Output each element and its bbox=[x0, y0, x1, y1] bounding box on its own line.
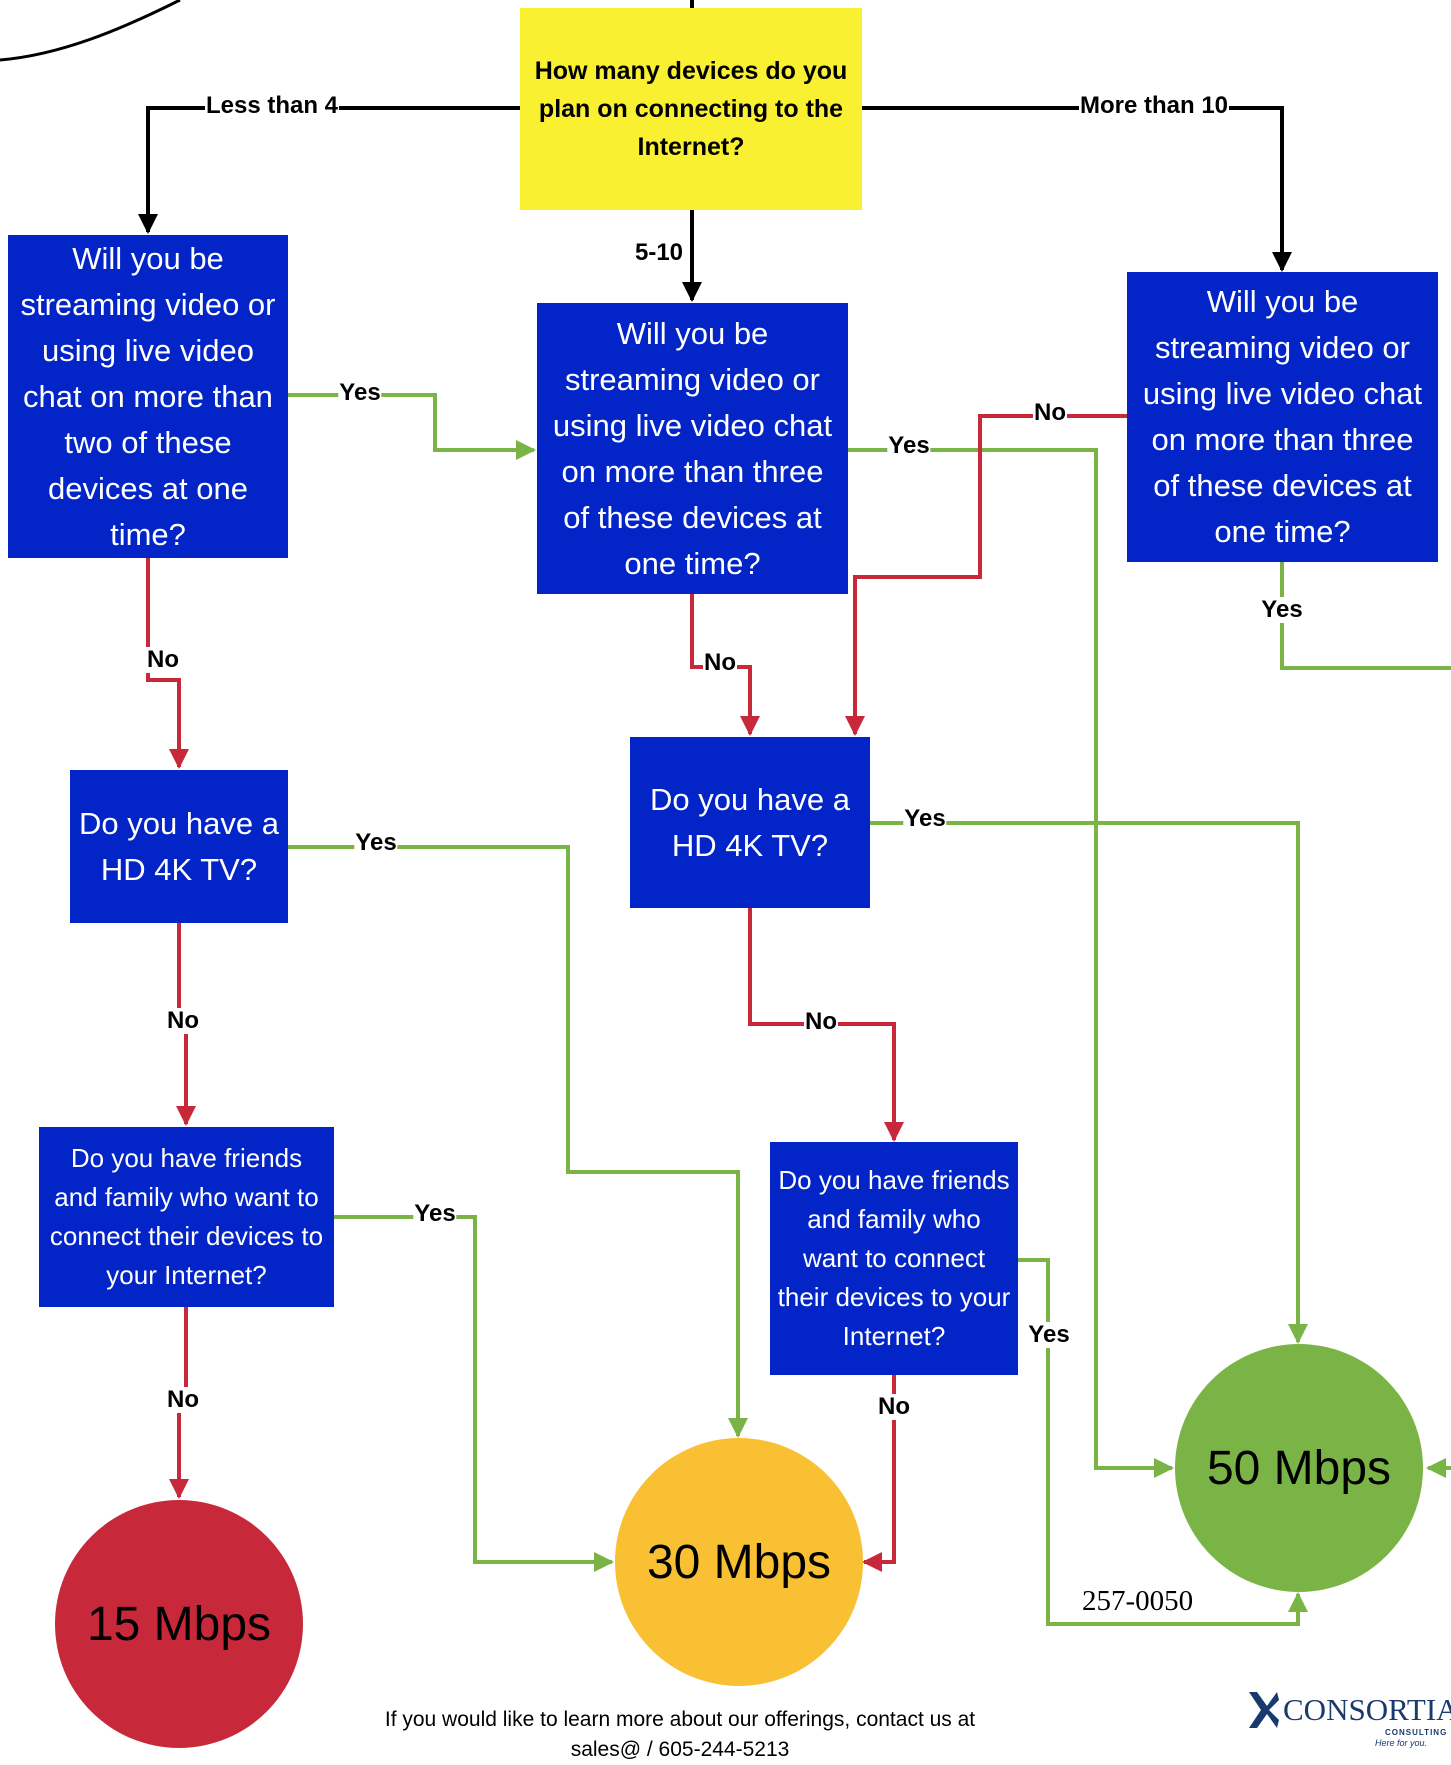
question-line: and family who bbox=[807, 1204, 981, 1234]
decorative-curve bbox=[0, 0, 181, 62]
edge-label-more-than-10: More than 10 bbox=[1078, 92, 1230, 119]
question-line: Do you have friends bbox=[778, 1165, 1010, 1195]
question-line: Will you be bbox=[1206, 284, 1359, 319]
edge-label-no: No bbox=[703, 649, 737, 676]
edge-label-yes: Yes bbox=[354, 829, 398, 856]
root-question-line: Internet? bbox=[637, 133, 745, 161]
streaming-two-devices-box: Will you be streaming video or using liv… bbox=[8, 235, 288, 558]
consortia-mark-icon bbox=[1249, 1692, 1279, 1728]
edge-label-less-than-4: Less than 4 bbox=[204, 92, 340, 119]
edge-label-yes: Yes bbox=[1260, 596, 1304, 623]
question-line: two of these bbox=[64, 424, 232, 460]
edge-label-yes: Yes bbox=[1027, 1321, 1071, 1348]
hd-4k-tv-left-box: Do you have a HD 4K TV? bbox=[70, 770, 288, 923]
footer-contact: If you would like to learn more about ou… bbox=[330, 1705, 1030, 1765]
question-line: Will you be bbox=[72, 240, 224, 276]
edge-label-no: No bbox=[1033, 399, 1067, 426]
edge-label-5-10: 5-10 bbox=[633, 239, 685, 266]
footer-line: If you would like to learn more about ou… bbox=[384, 1708, 976, 1731]
question-line: using live video bbox=[42, 332, 254, 368]
edge-label-no: No bbox=[146, 646, 180, 673]
question-line: your Internet? bbox=[106, 1260, 267, 1290]
edge-label-yes: Yes bbox=[338, 379, 382, 406]
question-line: HD 4K TV? bbox=[671, 827, 829, 863]
question-line: streaming video or bbox=[20, 286, 276, 322]
connector-more-than-10 bbox=[862, 106, 1292, 272]
connector-tvleft-yes bbox=[288, 845, 748, 1438]
connector-stream2-yes bbox=[288, 393, 536, 460]
question-line: on more than three bbox=[561, 453, 824, 489]
connector-stream3mid-yes bbox=[848, 448, 1174, 1478]
question-line: HD 4K TV? bbox=[100, 851, 258, 887]
connector-less-than-4 bbox=[138, 106, 520, 234]
edge-label-no: No bbox=[166, 1386, 200, 1413]
consortia-logo: CONSORTIA CONSULTING Here for you. bbox=[1245, 1690, 1451, 1748]
result-50-mbps: 50 Mbps bbox=[1175, 1344, 1423, 1592]
connector-tvmid-yes bbox=[870, 821, 1308, 1344]
edge-label-no: No bbox=[877, 1393, 911, 1420]
result-label: 30 Mbps bbox=[646, 1535, 832, 1589]
edge-label-no: No bbox=[166, 1007, 200, 1034]
root-question-box: How many devices do you plan on connecti… bbox=[520, 8, 862, 210]
edge-label-yes: Yes bbox=[903, 805, 947, 832]
question-line: time? bbox=[110, 516, 186, 552]
question-line: one time? bbox=[1214, 514, 1351, 549]
question-line: on more than three bbox=[1151, 422, 1414, 457]
hd-4k-tv-mid-box: Do you have a HD 4K TV? bbox=[630, 737, 870, 908]
question-line: one time? bbox=[624, 545, 761, 581]
question-line: Do you have a bbox=[650, 781, 850, 817]
question-line: Internet? bbox=[842, 1321, 946, 1351]
connector-stream3right-yes bbox=[1280, 562, 1451, 670]
root-question-line: How many devices do you bbox=[534, 57, 848, 85]
question-line: of these devices at bbox=[1153, 468, 1412, 503]
question-line: their devices to your bbox=[777, 1282, 1011, 1312]
edge-label-no: No bbox=[804, 1008, 838, 1035]
question-line: using live video chat bbox=[552, 407, 833, 443]
streaming-three-devices-right-box: Will you be streaming video or using liv… bbox=[1127, 272, 1438, 562]
question-line: using live video chat bbox=[1142, 376, 1423, 411]
result-15-mbps: 15 Mbps bbox=[55, 1500, 303, 1748]
question-line: devices at one bbox=[48, 470, 248, 506]
friends-family-left-box: Do you have friends and family who want … bbox=[39, 1127, 334, 1307]
question-line: connect their devices to bbox=[49, 1221, 324, 1251]
connector-friendsmid-no bbox=[862, 1375, 896, 1572]
connector-friendsleft-yes bbox=[334, 1215, 614, 1572]
root-question-line: plan on connecting to the bbox=[538, 95, 844, 123]
question-line: chat on more than bbox=[23, 378, 273, 414]
streaming-three-devices-mid-box: Will you be streaming video or using liv… bbox=[537, 303, 848, 594]
result-label: 50 Mbps bbox=[1206, 1441, 1392, 1495]
result-label: 15 Mbps bbox=[86, 1597, 272, 1651]
connector-stream2-no bbox=[146, 558, 189, 769]
connector-friendsmid-yes bbox=[1018, 1258, 1308, 1626]
question-line: Will you be bbox=[616, 315, 769, 351]
question-line: of these devices at bbox=[563, 499, 822, 535]
logo-subtitle: CONSULTING bbox=[1385, 1728, 1448, 1737]
question-line: want to connect bbox=[802, 1243, 986, 1273]
result-30-mbps: 30 Mbps bbox=[615, 1438, 863, 1686]
edge-label-yes: Yes bbox=[413, 1200, 457, 1227]
question-line: streaming video or bbox=[564, 361, 820, 397]
edge-label-yes: Yes bbox=[887, 432, 931, 459]
logo-name: CONSORTIA bbox=[1283, 1692, 1451, 1727]
friends-family-mid-box: Do you have friends and family who want … bbox=[770, 1142, 1018, 1375]
question-line: Do you have a bbox=[79, 805, 279, 841]
logo-tagline: Here for you. bbox=[1375, 1738, 1428, 1748]
question-line: and family who want to bbox=[54, 1182, 319, 1212]
phone-number: 257-0050 bbox=[1082, 1585, 1194, 1617]
question-line: Do you have friends bbox=[70, 1143, 303, 1173]
connector-stream3right-no bbox=[845, 414, 1127, 736]
question-line: streaming video or bbox=[1154, 330, 1410, 365]
footer-line: sales@ / 605-244-5213 bbox=[570, 1738, 790, 1761]
